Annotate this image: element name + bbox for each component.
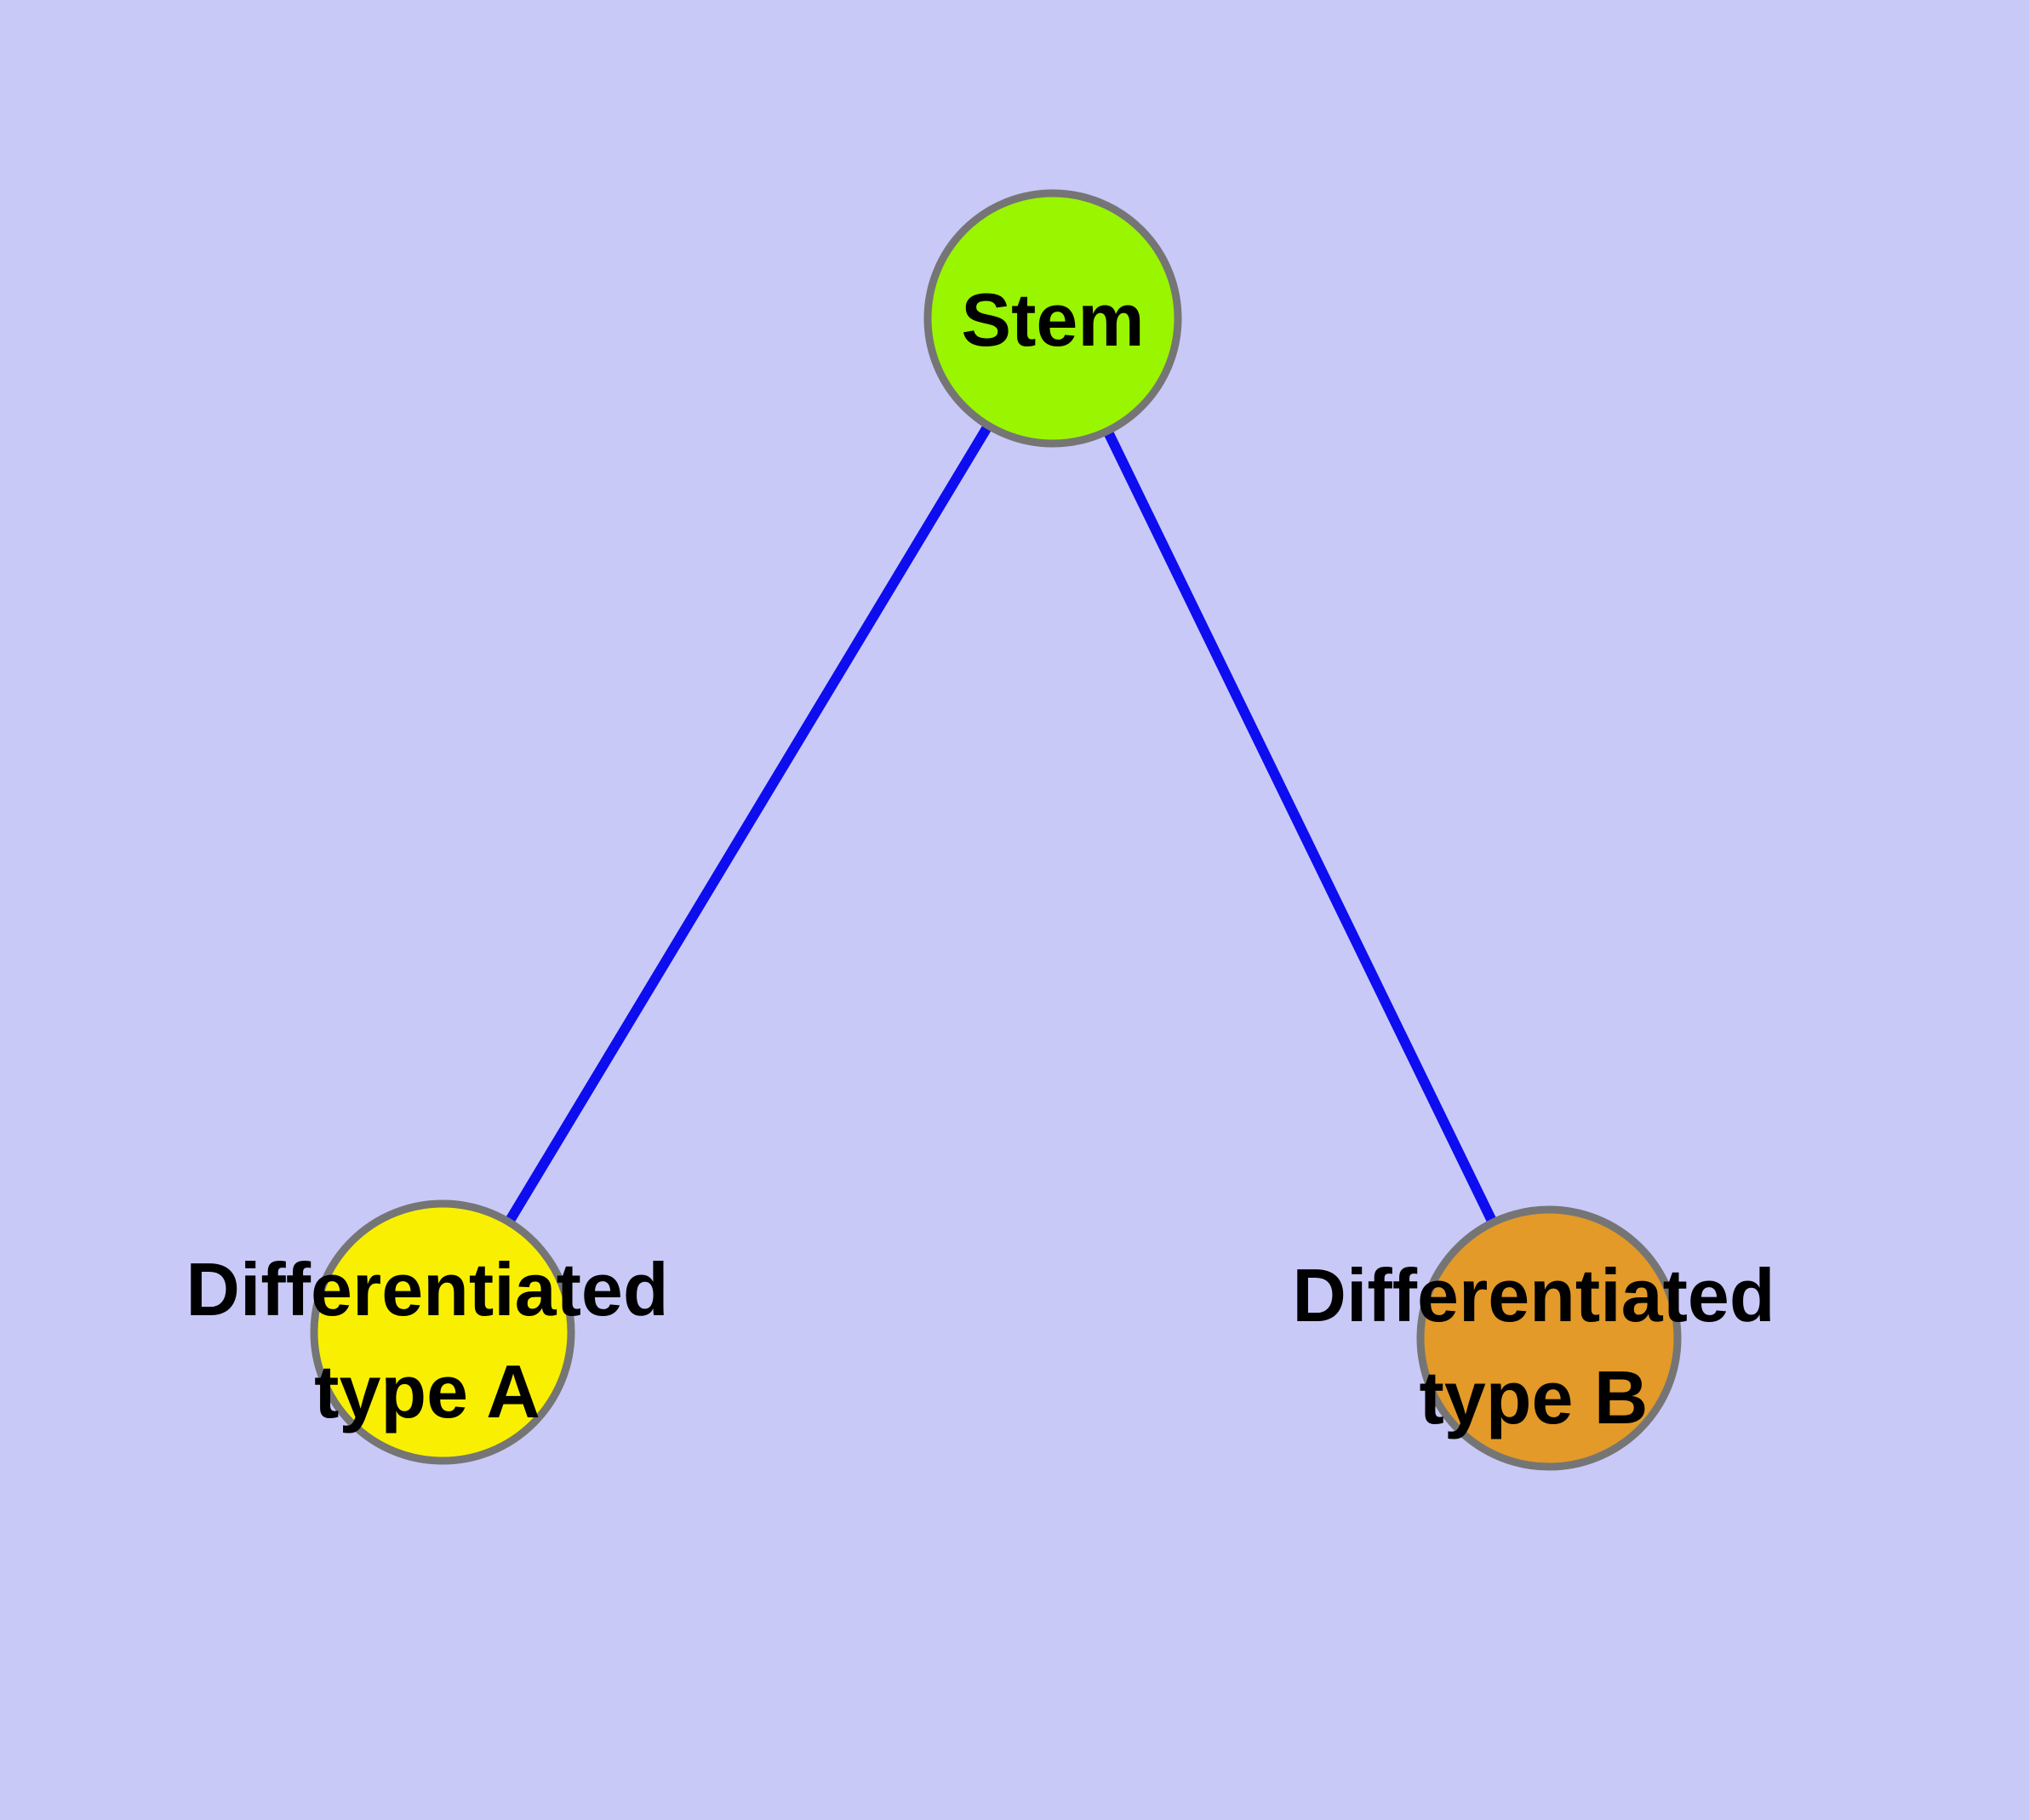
type-a-node-circle[interactable] — [310, 1199, 575, 1465]
type-a-label-line2: type A — [314, 1349, 540, 1434]
type-b-label-line2: type B — [1420, 1355, 1649, 1439]
edge-stem-to-type-a — [437, 315, 1058, 1336]
stem-node-circle[interactable] — [923, 189, 1182, 448]
stem-node-label: Stem — [961, 278, 1144, 362]
type-a-label-line1: Differentiated — [186, 1247, 668, 1331]
node-differentiated-type-b[interactable]: Differentiated type B — [1292, 1205, 1775, 1471]
type-b-label-line1: Differentiated — [1292, 1253, 1775, 1337]
node-differentiated-type-a[interactable]: Differentiated type A — [186, 1199, 669, 1465]
edge-stem-to-type-b — [1048, 316, 1554, 1341]
type-b-node-circle[interactable] — [1416, 1205, 1682, 1471]
node-stem[interactable]: Stem — [923, 189, 1182, 448]
